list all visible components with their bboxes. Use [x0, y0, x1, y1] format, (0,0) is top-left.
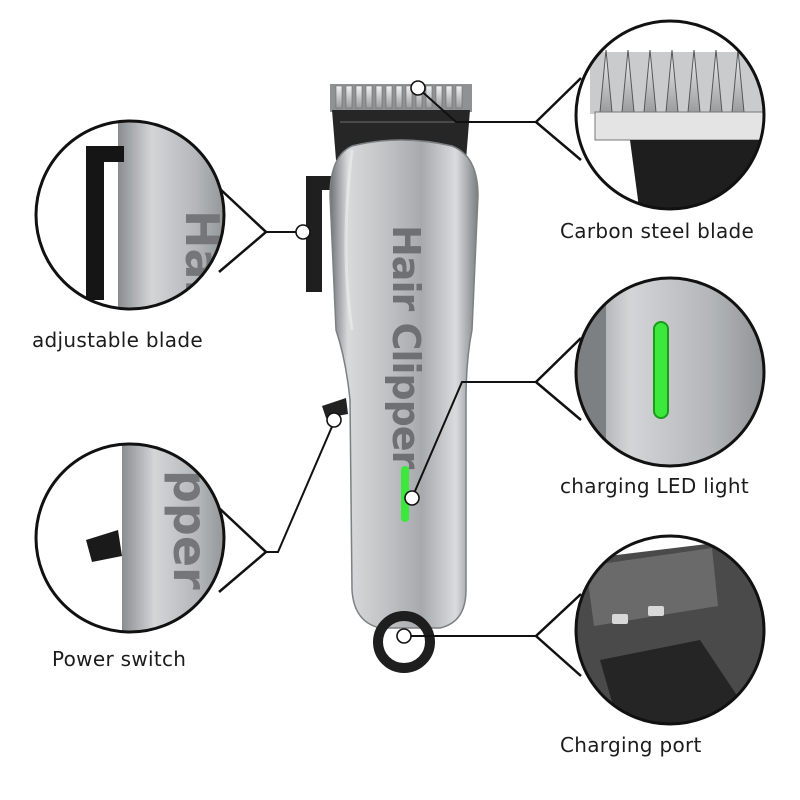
- clipper-led: [401, 466, 409, 522]
- pointer-led: [534, 337, 582, 421]
- callout-charging-port: [574, 534, 766, 726]
- label-adjustable-blade: adjustable blade: [32, 328, 203, 352]
- label-power-switch: Power switch: [52, 647, 187, 671]
- charging-ring: [373, 611, 435, 673]
- pointer-adjustable: [218, 187, 268, 273]
- callout-adjustable-blade: Hair: [34, 119, 226, 311]
- hair-clipper: Hair Clipper: [306, 84, 479, 673]
- pointer-carbon: [534, 77, 582, 161]
- clipper-body: [329, 139, 479, 629]
- callout-power-switch: pper: [34, 442, 226, 634]
- pointer-power: [218, 507, 268, 593]
- callout-pointers: [218, 77, 582, 677]
- adjustable-lever: [306, 176, 336, 292]
- leader-dot: [295, 224, 311, 240]
- power-switch-knob: [322, 398, 348, 418]
- leader-dots: [295, 80, 426, 644]
- svg-text:pper: pper: [163, 470, 217, 590]
- clipper-brand-text: Hair Clipper: [384, 225, 428, 470]
- pointer-port: [534, 593, 582, 677]
- leader-dot: [326, 412, 342, 428]
- leader-dot: [410, 80, 426, 96]
- leader-dot: [396, 628, 412, 644]
- label-carbon-steel-blade: Carbon steel blade: [560, 219, 755, 243]
- callout-carbon-steel-blade: [574, 19, 766, 211]
- callout-charging-led: [574, 276, 766, 468]
- label-charging-port: Charging port: [560, 733, 702, 757]
- leader-dot: [404, 490, 420, 506]
- label-charging-led-light: charging LED light: [560, 474, 750, 498]
